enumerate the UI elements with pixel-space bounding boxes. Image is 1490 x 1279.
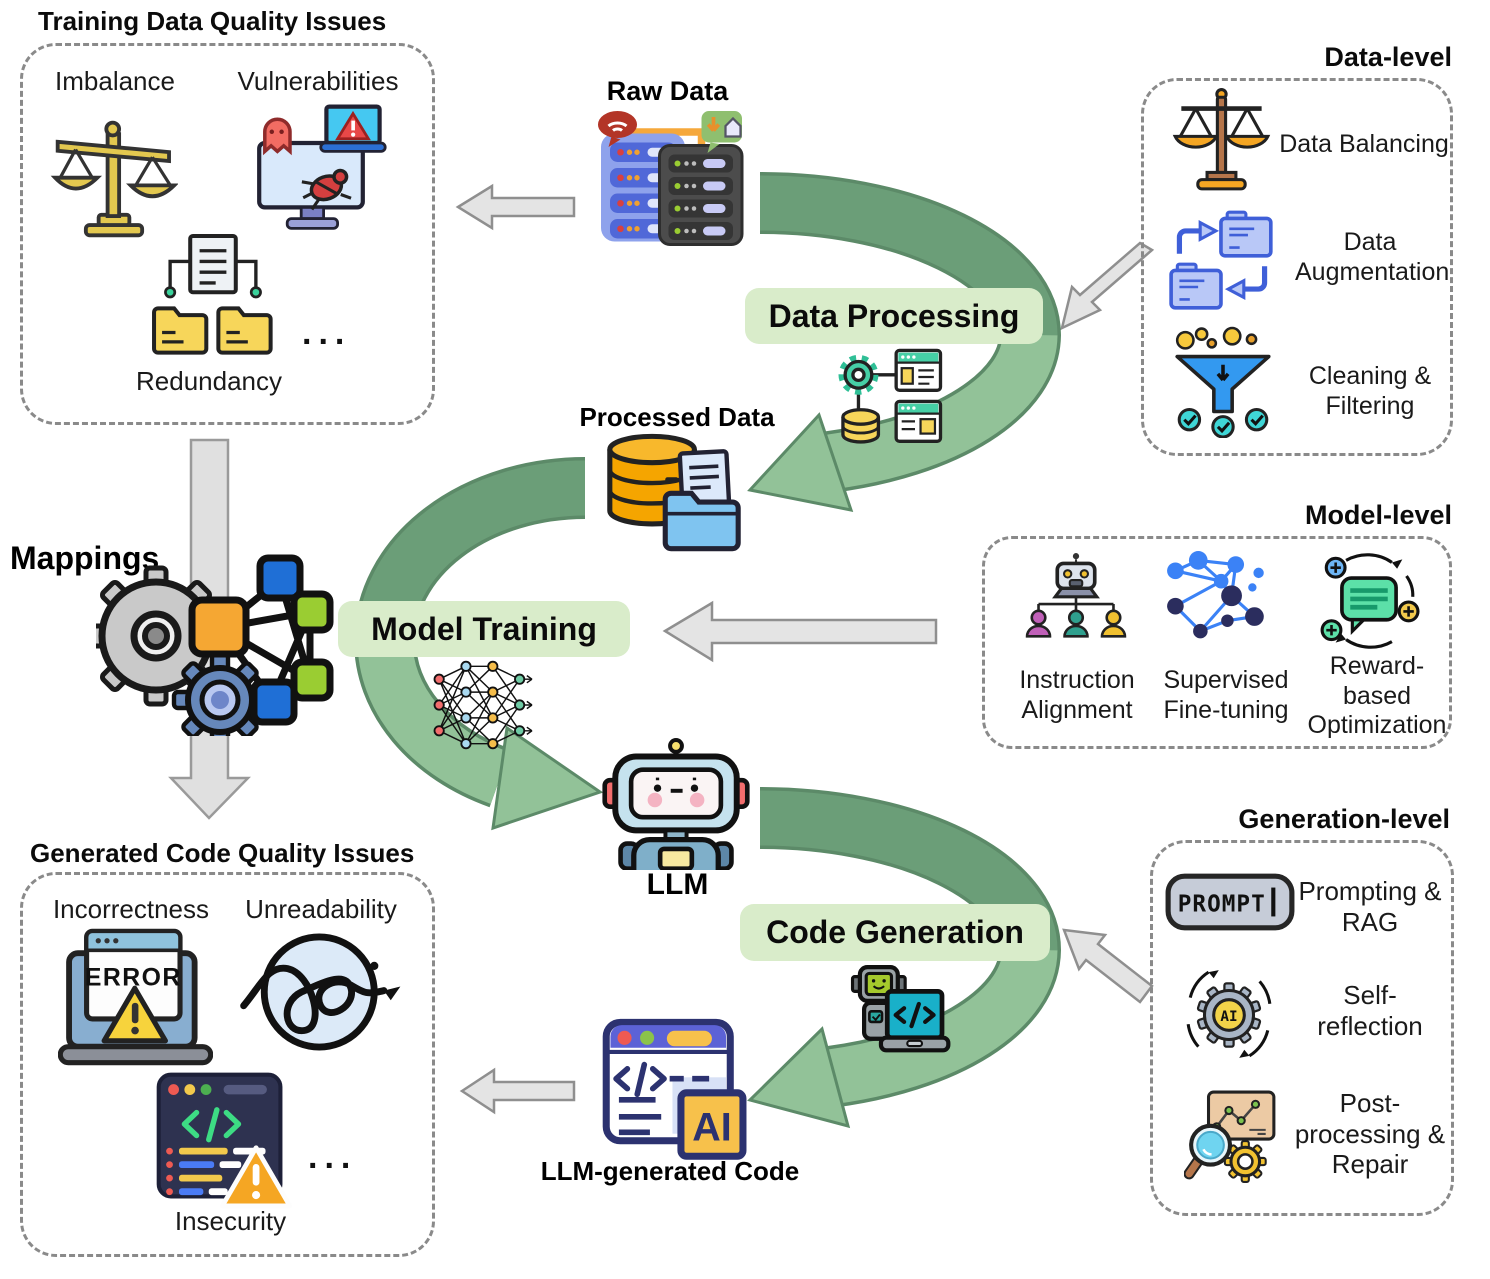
instruction-alignment-label: Instruction Alignment xyxy=(1019,666,1135,724)
insecurity-code-icon xyxy=(156,1072,293,1209)
prompt-button-icon: PROMPT xyxy=(1165,873,1295,931)
llm-generated-code-label: LLM-generated Code xyxy=(540,1156,800,1186)
cleaning-filtering-label: Cleaning & Filtering xyxy=(1308,362,1432,420)
generated-issues-dots: ... xyxy=(308,1138,358,1176)
error-text: ERROR xyxy=(85,964,182,991)
incorrectness-label: Incorrectness xyxy=(52,894,210,924)
model-training-label: Model Training xyxy=(338,601,630,657)
training-issues-title: Training Data Quality Issues xyxy=(38,6,387,36)
llm-generated-code-window-icon: AI xyxy=(602,1018,747,1160)
mappings-gears-network-icon xyxy=(96,554,334,736)
ai-badge-text: AI xyxy=(692,1106,731,1150)
redundancy-label: Redundancy xyxy=(136,366,282,396)
unreadability-scribble-icon xyxy=(240,933,401,1051)
vulnerabilities-label: Vulnerabilities xyxy=(237,66,399,96)
model-level-box xyxy=(982,536,1452,749)
generation-level-title: Generation-level xyxy=(1238,804,1450,834)
prompting-rag-label: Prompting & RAG xyxy=(1298,876,1442,937)
error-laptop-icon: ERROR xyxy=(58,928,213,1066)
training-issues-dots: ... xyxy=(302,314,352,352)
llm-robot-icon xyxy=(602,738,750,870)
training-issues-box xyxy=(20,43,435,425)
code-to-issues-arrow xyxy=(459,1067,576,1115)
reward-optimization-label: Reward-based Optimization xyxy=(1307,652,1447,739)
unreadability-label: Unreadability xyxy=(245,894,397,924)
data-processing-gear-icon xyxy=(838,348,943,444)
modellevel-to-training-arrow xyxy=(662,600,938,663)
generation-level-box xyxy=(1150,840,1454,1216)
data-level-title: Data-level xyxy=(1324,42,1452,72)
llm-label: LLM xyxy=(646,868,709,901)
code-generation-label: Code Generation xyxy=(740,904,1050,961)
neural-network-icon xyxy=(433,660,533,750)
balance-scale-icon xyxy=(1172,88,1271,191)
data-processing-label: Data Processing xyxy=(745,288,1043,344)
post-processing-label: Post-processing & Repair xyxy=(1294,1088,1446,1180)
cleaning-filtering-funnel-icon xyxy=(1175,326,1271,438)
imbalance-label: Imbalance xyxy=(55,66,175,96)
ai-gear-text: AI xyxy=(1220,1009,1237,1025)
self-reflection-label: Self-reflection xyxy=(1317,980,1423,1041)
genlevel-to-generation-arrow xyxy=(1062,928,1154,1004)
raw-data-servers-icon xyxy=(598,111,744,246)
raw-data-label: Raw Data xyxy=(606,76,729,106)
post-processing-magnifier-icon xyxy=(1184,1090,1276,1183)
generated-issues-box xyxy=(20,872,435,1257)
supervised-finetuning-label: Supervised Fine-tuning xyxy=(1163,666,1289,724)
processed-data-database-icon xyxy=(607,433,741,552)
reward-chat-icon xyxy=(1320,553,1420,649)
insecurity-label: Insecurity xyxy=(174,1206,287,1236)
data-augmentation-folders-icon xyxy=(1169,210,1273,310)
data-augmentation-label: Data Augmentation xyxy=(1295,228,1450,286)
vulnerabilities-monitor-icon xyxy=(257,104,387,230)
prompt-text: PROMPT xyxy=(1178,891,1266,917)
data-level-box xyxy=(1141,78,1453,456)
rawdata-to-issues-arrow xyxy=(455,183,576,231)
mappings-label: Mappings xyxy=(10,540,160,576)
datalevel-to-processing-arrow xyxy=(1060,241,1155,331)
redundancy-files-icon xyxy=(152,234,273,355)
model-level-title: Model-level xyxy=(1304,500,1452,530)
self-reflection-ai-gear-icon: AI xyxy=(1186,970,1272,1058)
supervised-finetuning-graph-icon xyxy=(1167,551,1264,639)
processed-data-label: Processed Data xyxy=(579,402,775,432)
generated-issues-title: Generated Code Quality Issues xyxy=(30,838,415,868)
instruction-alignment-robot-icon xyxy=(1025,553,1127,638)
data-balancing-label: Data Balancing xyxy=(1279,130,1449,158)
code-generation-robot-icon xyxy=(850,965,951,1053)
imbalance-scale-icon xyxy=(50,120,178,238)
